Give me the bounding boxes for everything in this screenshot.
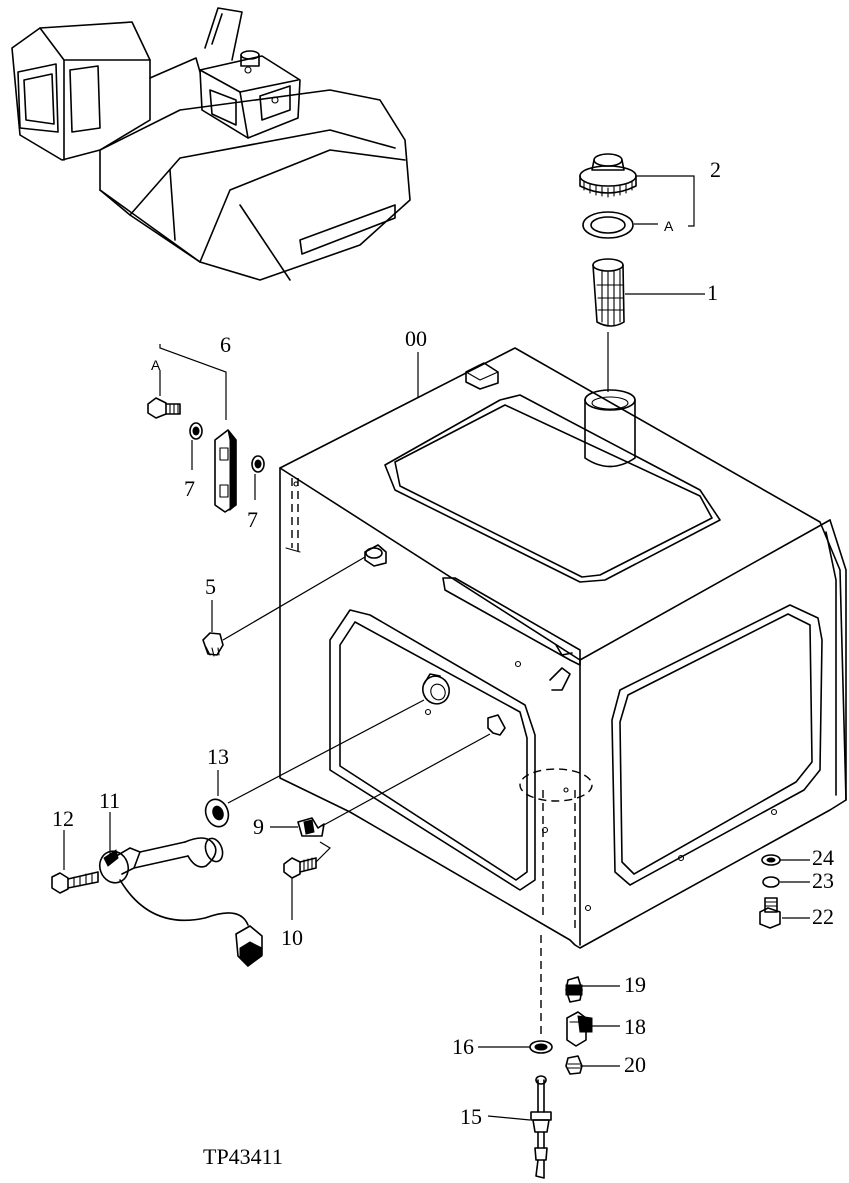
callout-24: 24 [812,845,834,870]
gasket-part-13 [204,699,425,828]
callout-23: 23 [812,868,834,893]
callout-16: 16 [452,1034,474,1059]
washer-7-right [251,455,265,473]
callout-6: 6 [220,332,231,357]
washer-part-16 [529,1040,553,1054]
screw-part-10 [283,841,331,879]
callout-19: 19 [624,972,646,997]
callout-2: 2 [710,157,721,182]
drain-hose-part-15 [530,1075,552,1179]
callout-20: 20 [624,1052,646,1077]
lock-washer-part-23 [762,876,780,888]
callout-10: 10 [281,925,303,950]
fuel-tank-00 [279,347,847,949]
callout-7-right: 7 [247,507,258,532]
screw-part-12 [51,871,99,894]
bracket-part-6 [214,429,237,513]
washer-part-24 [761,854,781,866]
callout-18: 18 [624,1014,646,1039]
drain-valve-part-19 [565,976,583,1003]
bolt-part-22 [759,897,781,929]
callout-9: 9 [253,814,264,839]
fuel-sender-part-11 [98,837,263,967]
callout-a-cap: A [664,218,674,234]
excavator-locator-illustration [11,7,411,281]
callout-5: 5 [205,574,216,599]
filler-cap-part-2 [579,153,637,198]
callout-22: 22 [812,904,834,929]
figure-id-label: TP43411 [203,1144,283,1169]
filler-seal-ring [582,211,634,239]
callout-00: 00 [405,326,427,351]
callout-7-left: 7 [184,476,195,501]
callout-a-bolt: A [151,357,161,373]
clip-part-9 [297,733,491,837]
callout-11: 11 [99,788,120,813]
callout-13: 13 [207,744,229,769]
callout-15: 15 [460,1104,482,1129]
valve-body-part-18 [566,1011,593,1047]
plug-part-20 [565,1055,583,1075]
washer-7-left [189,422,203,440]
callout-12: 12 [52,806,74,831]
mount-part-5 [202,556,366,657]
strainer-part-1 [592,258,625,392]
bolt-a [147,397,181,419]
callout-1: 1 [707,280,718,305]
leader-lines [63,175,810,1121]
